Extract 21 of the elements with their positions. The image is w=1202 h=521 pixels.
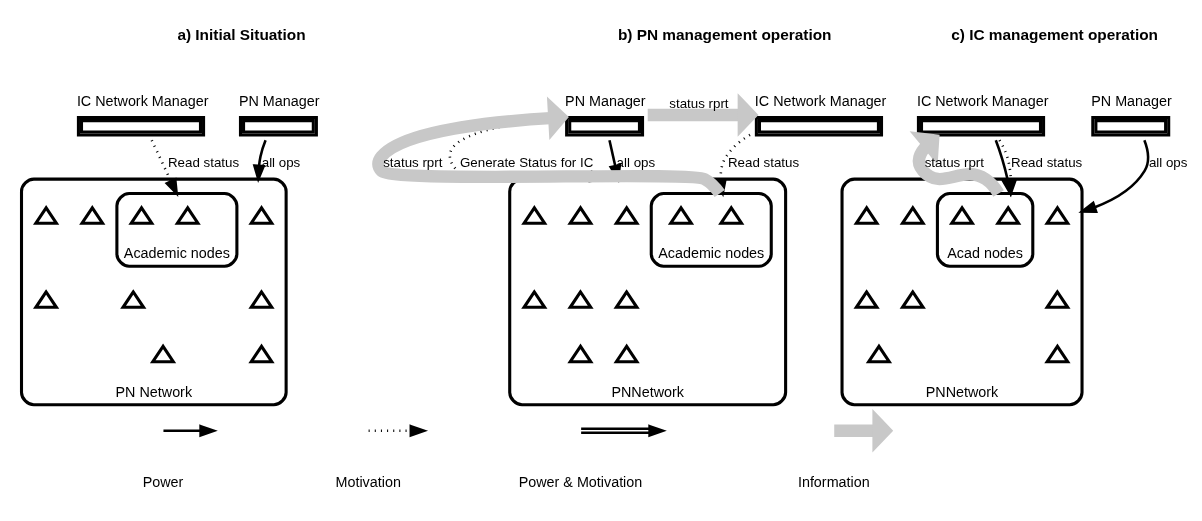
legend-label: Power (142, 474, 184, 491)
edge-label: Read status (728, 155, 800, 171)
node-label: PN Manager (565, 92, 646, 109)
node-label: IC Network Manager (916, 92, 1049, 109)
legend-label: Motivation (335, 474, 401, 491)
edge-label: Generate Status for IC (459, 155, 594, 171)
legend-label: Information (797, 474, 870, 491)
legend-label: Power & Motivation (518, 474, 643, 491)
edge-label: all ops (1148, 155, 1188, 171)
node-label: PN Manager (1091, 92, 1172, 109)
edge-label: status rprt (383, 155, 443, 171)
node-label: IC Network Manager (76, 92, 209, 109)
edge-label: status rprt (669, 96, 729, 112)
edge-label: status rprt (924, 155, 984, 171)
edge-label: Read status (1011, 155, 1083, 171)
label: c) IC management operation (951, 26, 1159, 44)
edge-label: Read status (168, 155, 240, 171)
node-label: IC Network Manager (754, 92, 887, 109)
node-label: PN Manager (238, 92, 320, 109)
label: a) Initial Situation (177, 26, 306, 44)
label: b) PN management operation (617, 26, 832, 44)
